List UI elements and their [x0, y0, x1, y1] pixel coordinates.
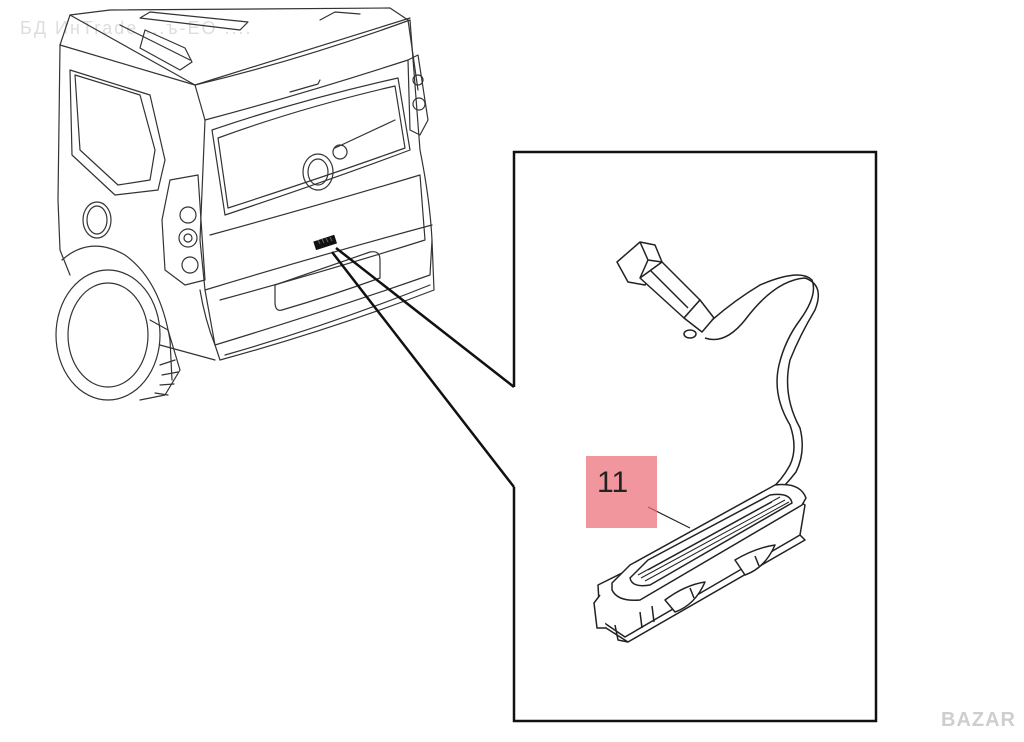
watermark-top: БД ИнTrade ...ъ-ЕО ....	[20, 18, 253, 38]
wire-connector-icon	[616, 241, 715, 339]
switch-location-marker	[313, 234, 338, 251]
part-number-callout: 11	[586, 456, 657, 528]
van-rear-view-icon	[55, 7, 435, 401]
detail-frame	[512, 150, 878, 723]
tailgate-release-switch-icon	[593, 483, 807, 643]
wire	[704, 274, 820, 495]
leader-lines	[331, 247, 515, 488]
watermark-bottom: BAZAR	[941, 709, 1016, 731]
